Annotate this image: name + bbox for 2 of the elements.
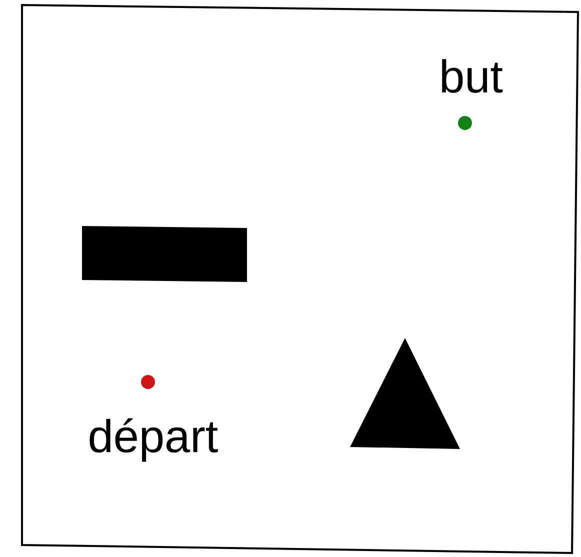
point-label: départ xyxy=(90,418,218,462)
point-label: but xyxy=(442,59,503,93)
